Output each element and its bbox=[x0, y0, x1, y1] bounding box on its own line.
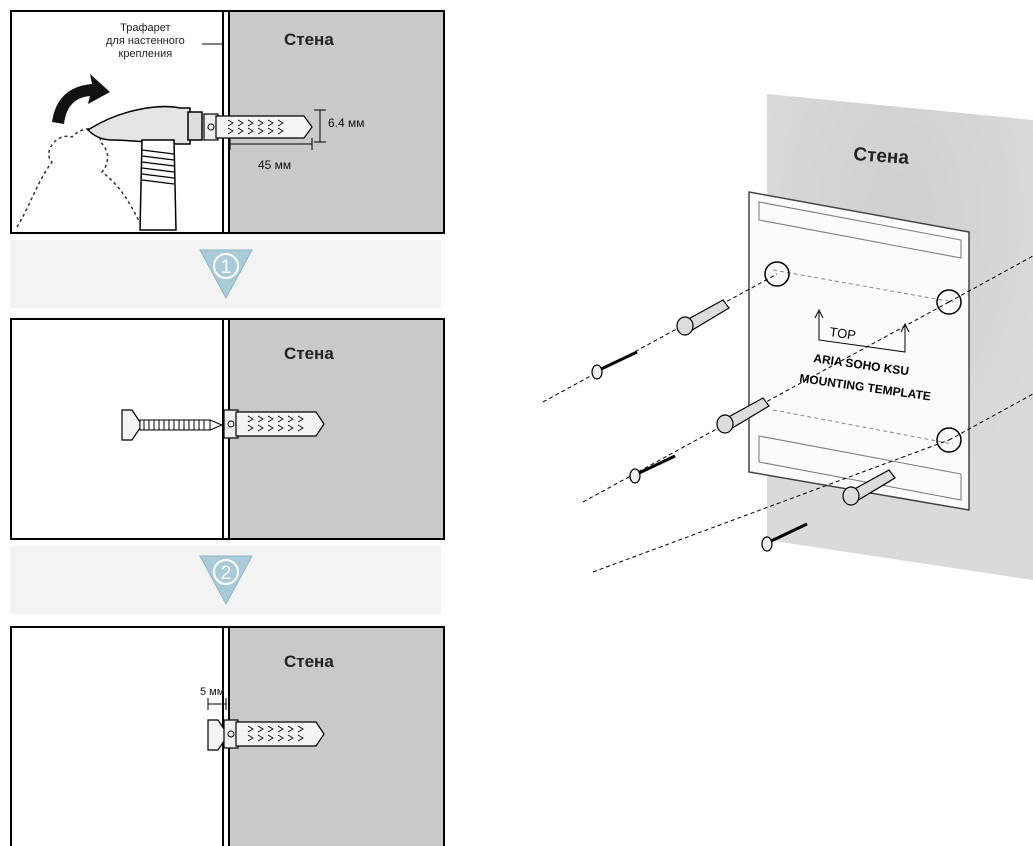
screw bbox=[121, 409, 224, 441]
template-plate bbox=[748, 191, 970, 511]
step-2-badge: 2 bbox=[199, 555, 253, 606]
plate-top-label: TOP bbox=[829, 324, 857, 343]
anchor-plug bbox=[223, 409, 325, 439]
template-label: Трафарет для настенного крепления bbox=[106, 22, 185, 60]
screw-gap-illustration bbox=[207, 698, 325, 751]
wall-label: Стена bbox=[284, 344, 334, 363]
anchor-plug bbox=[223, 719, 325, 749]
step-1-badge: 1 bbox=[199, 249, 253, 300]
svg-text:1: 1 bbox=[221, 257, 232, 278]
screw bbox=[591, 350, 808, 552]
screw-illustration bbox=[121, 409, 325, 441]
panel-step-drill: Стена Трафарет для настенного крепления bbox=[10, 10, 445, 234]
panel-step-insert: Стена bbox=[10, 318, 445, 540]
panel-step-gap: Стена 5 мм bbox=[10, 626, 445, 846]
hammer-illustration bbox=[16, 43, 326, 231]
anchor-plug bbox=[676, 299, 896, 506]
hammer-head bbox=[86, 105, 191, 145]
dimension-diameter: 6.4 мм bbox=[328, 116, 365, 130]
curved-arrow-icon bbox=[52, 74, 110, 124]
anchor-plug bbox=[203, 113, 313, 141]
hand-outline bbox=[16, 128, 143, 228]
mounting-hole bbox=[764, 261, 962, 453]
screw-head bbox=[207, 719, 227, 751]
wall-label: Стена bbox=[284, 652, 334, 671]
dimension-length: 45 мм bbox=[258, 158, 292, 172]
wall-label: Стена bbox=[853, 144, 910, 169]
svg-text:2: 2 bbox=[221, 563, 232, 584]
wall-label: Стена bbox=[284, 30, 334, 49]
dimension-gap: 5 мм bbox=[200, 686, 225, 698]
mounting-template-illustration: TOP ARIA SOHO KSU MOUNTING TEMPLATE Стен… bbox=[542, 94, 1033, 580]
